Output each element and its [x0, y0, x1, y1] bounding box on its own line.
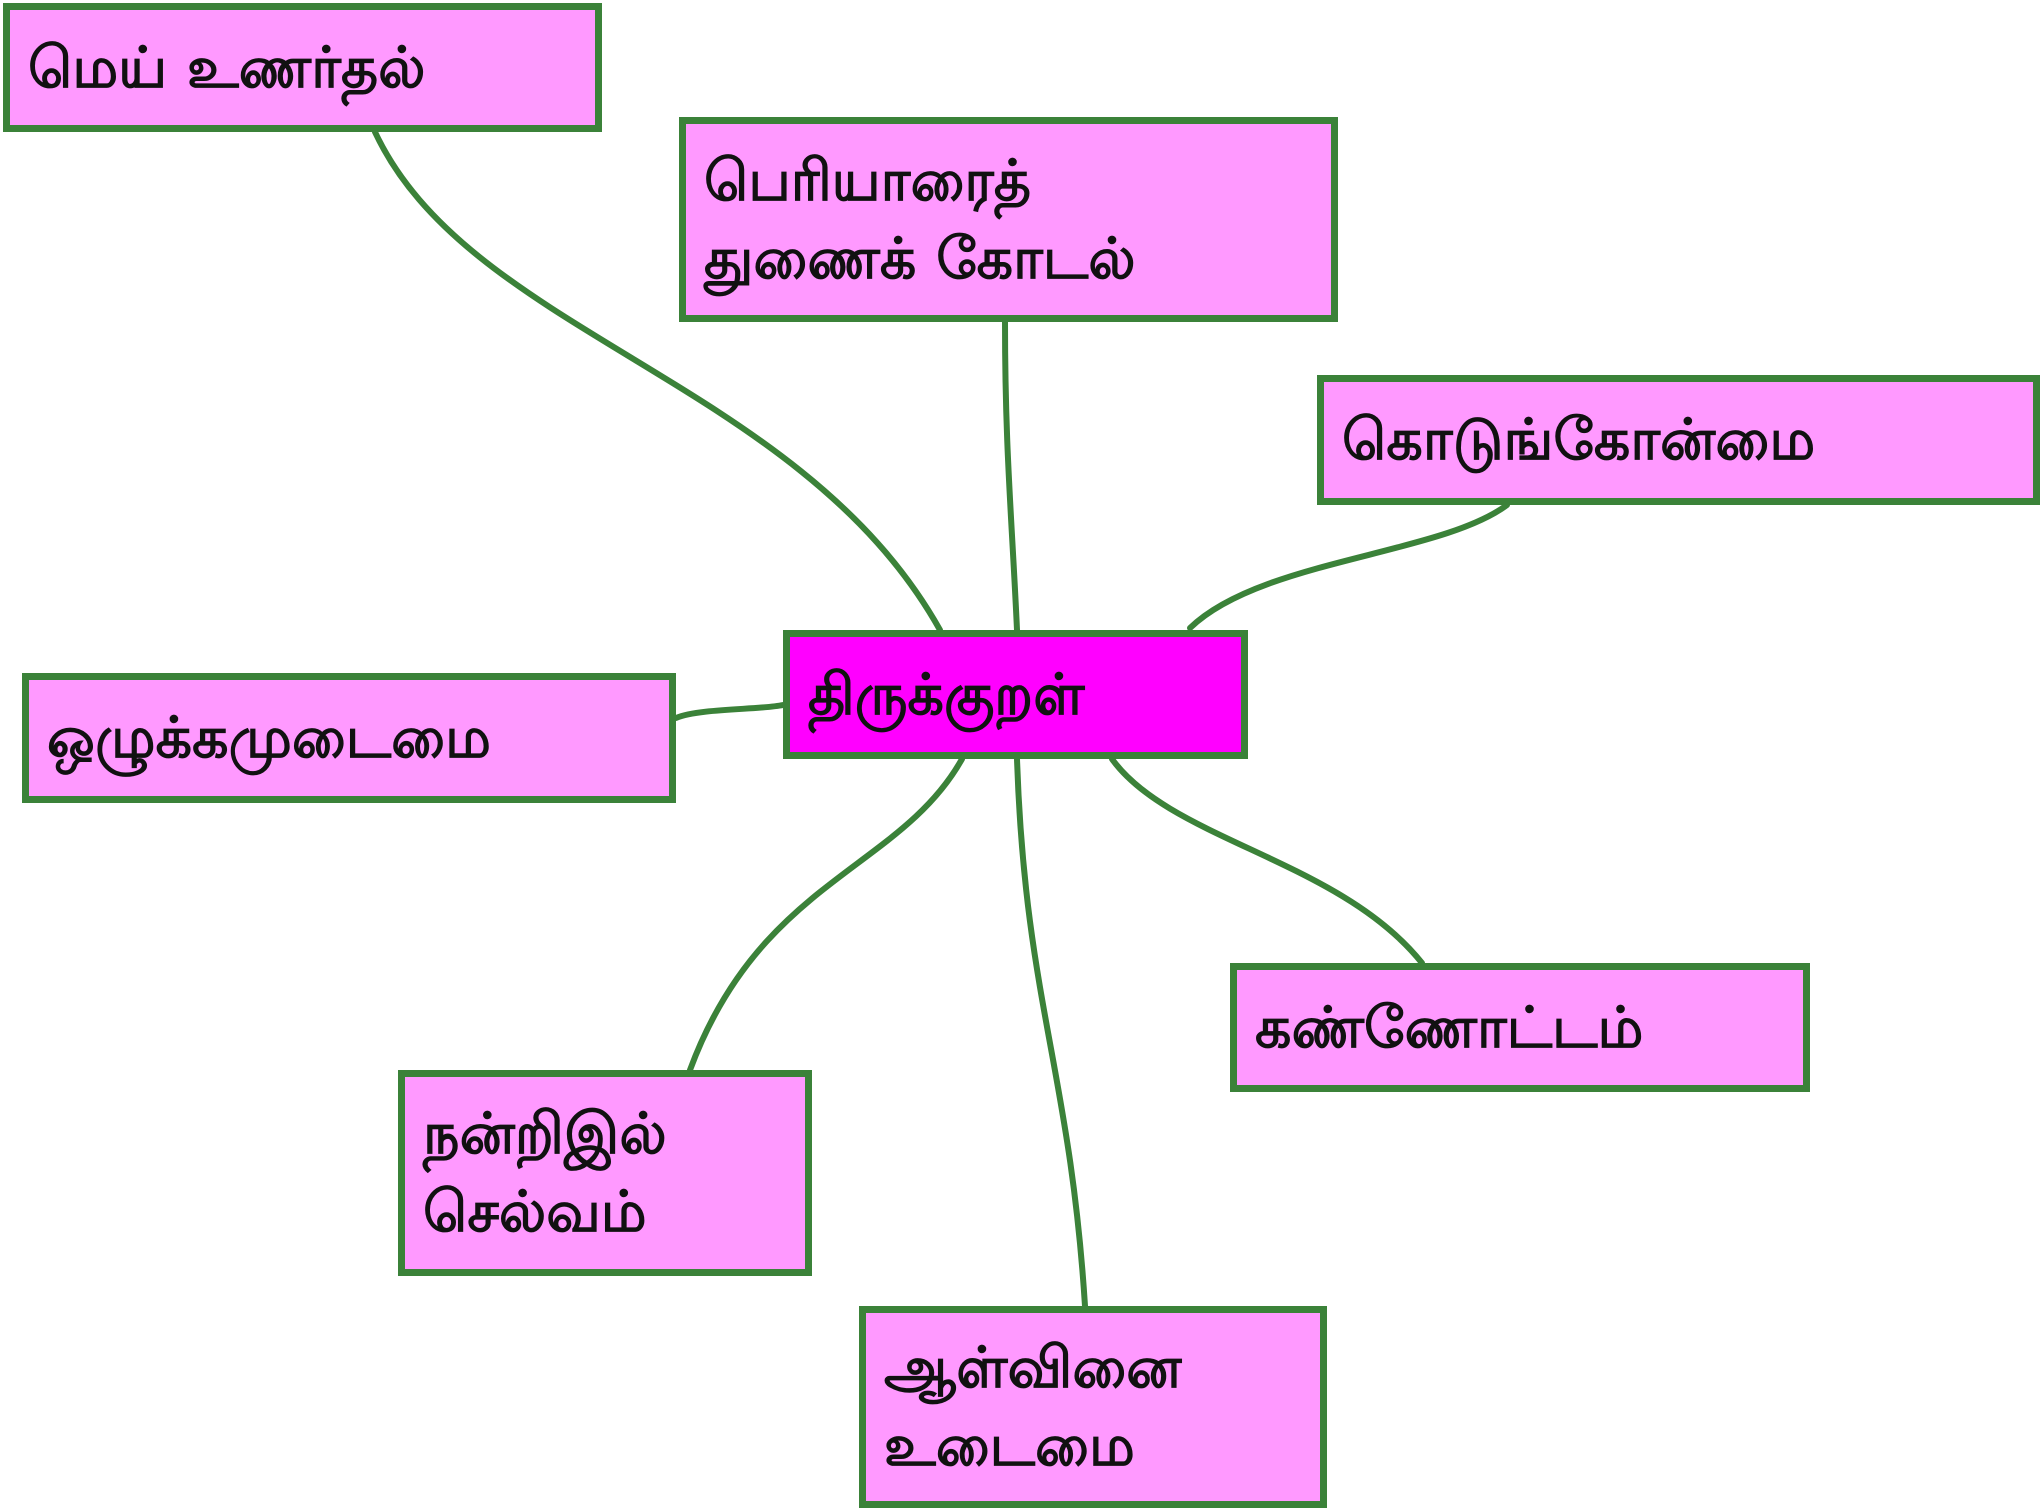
topic-node-ozhukkamudaimai: ஒழுக்கமுடைமை — [22, 673, 676, 803]
edge-root-n5 — [1109, 756, 1425, 966]
topic-node-kodungonmai: கொடுங்கோன்மை — [1317, 375, 2040, 505]
edge-root-n4 — [673, 702, 786, 721]
topic-label: ஆள்வினை உடைமை — [884, 1335, 1182, 1479]
root-node-thirukkural: திருக்குறள் — [783, 630, 1248, 759]
edge-root-n7 — [1014, 756, 1088, 1309]
topic-label: பெரியாரைத் துணைக் கோடல் — [704, 147, 1136, 292]
topic-label: ஒழுக்கமுடைமை — [47, 705, 491, 771]
topic-label: கொடுங்கோன்மை — [1342, 407, 1816, 473]
root-label: திருக்குறள் — [808, 661, 1085, 728]
topic-label: நன்றிஇல் செல்வம் — [423, 1101, 667, 1245]
edge-root-n1 — [372, 129, 943, 633]
edge-root-n2 — [1002, 319, 1020, 633]
edge-root-n6 — [687, 756, 965, 1073]
topic-label: மெய் உணர்தல் — [28, 34, 426, 101]
topic-label: கண்ணோட்டம் — [1255, 994, 1644, 1061]
topic-node-aalvinai-udaimai: ஆள்வினை உடைமை — [859, 1306, 1327, 1508]
topic-node-nandri-il-selvam: நன்றிஇல் செல்வம் — [398, 1070, 812, 1276]
topic-node-mei-unarthal: மெய் உணர்தல் — [3, 3, 602, 132]
edge-root-n3 — [1187, 502, 1510, 631]
topic-node-kannottam: கண்ணோட்டம் — [1230, 963, 1810, 1092]
topic-node-periyaarai-thunai-kodal: பெரியாரைத் துணைக் கோடல் — [679, 117, 1338, 322]
